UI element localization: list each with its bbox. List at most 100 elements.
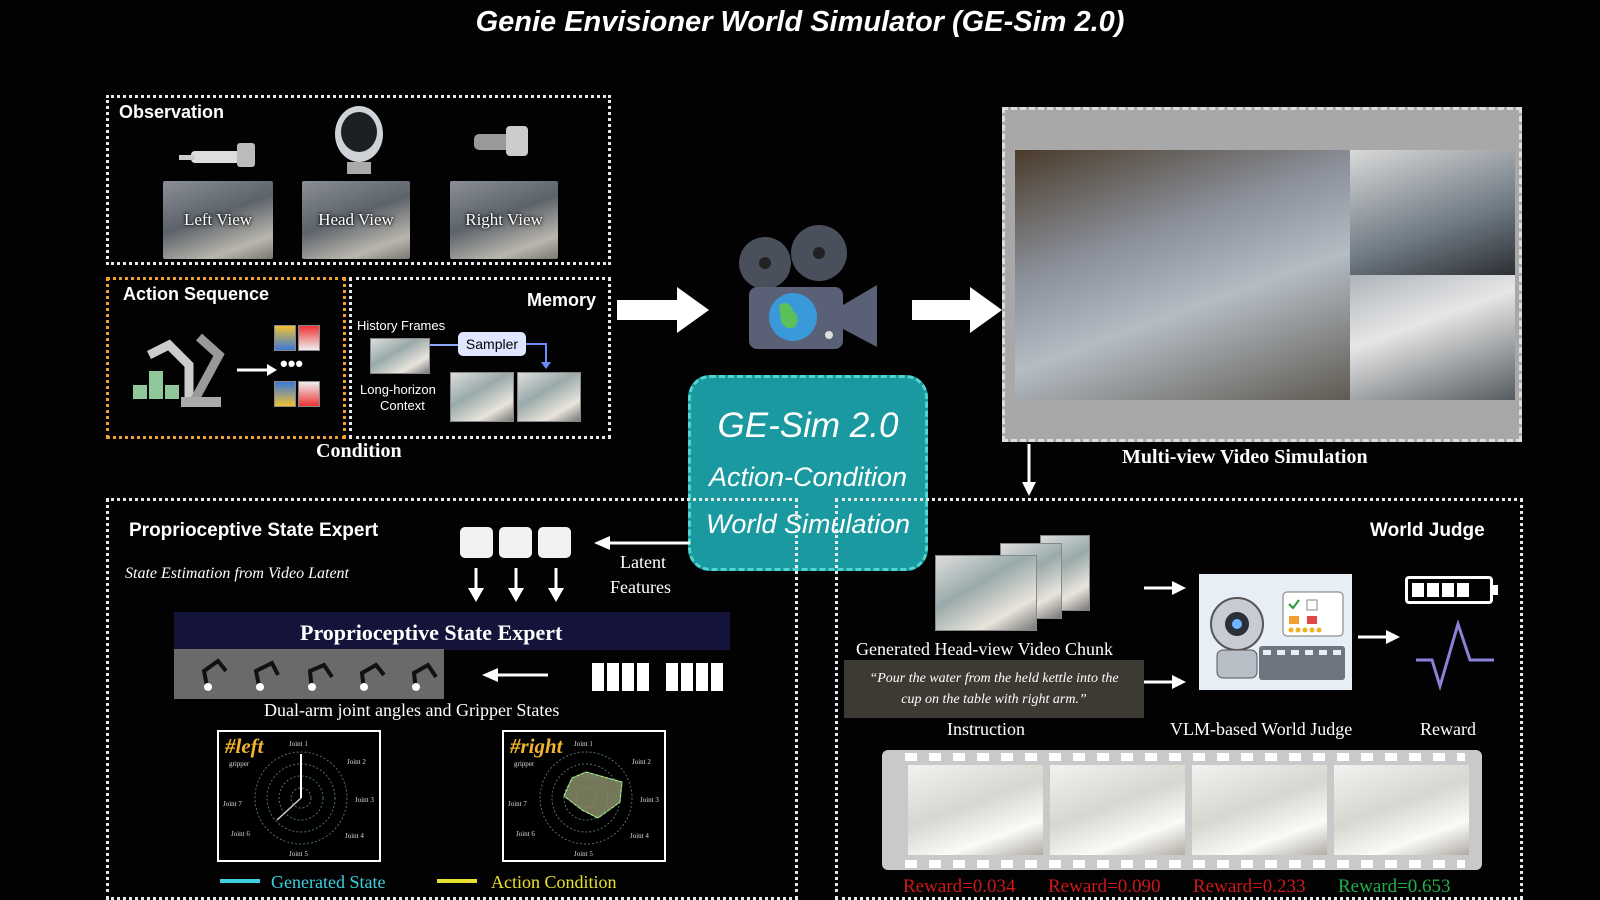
state-token-group bbox=[592, 663, 732, 693]
action-frame bbox=[274, 381, 296, 407]
world-judge-panel bbox=[835, 498, 1523, 900]
memory-heading: Memory bbox=[526, 290, 596, 310]
instruction-label: Instruction bbox=[947, 719, 1025, 739]
joint-label: Joint 6 bbox=[231, 830, 250, 838]
joint-label: Joint 1 bbox=[574, 740, 593, 748]
battery-cell bbox=[1427, 583, 1439, 597]
joint-label: Joint 3 bbox=[355, 796, 374, 804]
action-sequence-heading: Action Sequence bbox=[123, 284, 270, 304]
rollout-frame bbox=[1192, 765, 1327, 855]
robot-arm-icon bbox=[133, 333, 225, 407]
rollout-frame bbox=[1050, 765, 1185, 855]
rollout-film-strip bbox=[882, 750, 1482, 870]
memory-panel: Memory History Frames Sampler Long-horiz… bbox=[349, 277, 611, 439]
proprio-subtitle: State Estimation from Video Latent bbox=[125, 565, 349, 582]
generated-chunk-label: Generated Head-view Video Chunk bbox=[856, 639, 1114, 659]
joint-label: Joint 4 bbox=[630, 832, 649, 840]
latent-down-arrows bbox=[468, 568, 564, 602]
battery-cell bbox=[1412, 583, 1424, 597]
joint-label: Joint 2 bbox=[347, 758, 366, 766]
right-radar-grid bbox=[539, 751, 633, 845]
robot-head-icon bbox=[335, 106, 383, 174]
left-gripper-icon bbox=[179, 143, 255, 167]
state-token bbox=[607, 663, 619, 691]
joint-label: gripper bbox=[514, 760, 535, 768]
chunk-to-judge-arrow bbox=[1144, 581, 1186, 595]
state-token bbox=[711, 663, 723, 691]
simulator-to-video-arrow bbox=[912, 287, 1002, 333]
history-frames-label: History Frames bbox=[357, 318, 446, 333]
context-label: Context bbox=[380, 398, 425, 413]
legend-generated-swatch bbox=[220, 879, 260, 883]
video-chunk-frame bbox=[935, 555, 1037, 631]
observation-panel: Observation Left View Head View Right Vi… bbox=[106, 95, 611, 265]
joint-label: Joint 1 bbox=[289, 740, 308, 748]
memory-frame bbox=[450, 372, 514, 422]
multiview-main-video bbox=[1015, 150, 1350, 400]
battery-cap bbox=[1493, 585, 1498, 595]
latent-token bbox=[460, 527, 493, 558]
joint-label: Joint 5 bbox=[574, 850, 593, 858]
latent-token bbox=[538, 527, 571, 558]
state-token bbox=[681, 663, 693, 691]
vlm-judge-label: VLM-based World Judge bbox=[1170, 719, 1353, 739]
reward-value: Reward=0.090 bbox=[1048, 876, 1161, 897]
video-camera-globe-icon bbox=[739, 225, 877, 349]
judge-to-reward-arrow bbox=[1358, 630, 1400, 644]
right-radar-tag: #right bbox=[510, 734, 563, 758]
left-view-image: Left View bbox=[163, 181, 273, 259]
ge-sim-name: GE-Sim 2.0 bbox=[717, 406, 899, 445]
left-view-label: Left View bbox=[183, 210, 253, 229]
multiview-label: Multi-view Video Simulation bbox=[1122, 446, 1368, 468]
ellipsis-icon: ••• bbox=[280, 351, 304, 376]
joint-label: Joint 3 bbox=[640, 796, 659, 804]
action-frame bbox=[298, 381, 320, 407]
proprio-bar-title: Proprioceptive State Expert bbox=[300, 620, 563, 645]
memory-frame bbox=[517, 372, 581, 422]
reward-label: Reward bbox=[1420, 719, 1476, 739]
reward-value: Reward=0.653 bbox=[1338, 876, 1451, 897]
observation-heading: Observation bbox=[119, 102, 225, 122]
film-holes-top bbox=[905, 753, 1465, 761]
latent-label-line2: Features bbox=[610, 577, 671, 597]
state-token bbox=[592, 663, 604, 691]
legend-action-label: Action Condition bbox=[491, 872, 617, 892]
multiview-video-frame bbox=[1002, 107, 1522, 442]
state-token bbox=[696, 663, 708, 691]
legend-action-swatch bbox=[437, 879, 477, 883]
ge-sim-line3: World Simulation bbox=[705, 509, 911, 539]
state-to-pose-arrow bbox=[482, 668, 548, 682]
battery-icon bbox=[1405, 576, 1498, 604]
right-gripper-icon bbox=[474, 126, 528, 156]
arm-pose-icons bbox=[201, 658, 438, 692]
long-horizon-label: Long-horizon bbox=[360, 382, 436, 397]
latent-label-line1: Latent bbox=[620, 552, 666, 572]
right-view-image: Right View bbox=[450, 181, 558, 259]
latent-token bbox=[499, 527, 532, 558]
joint-label: Joint 5 bbox=[289, 850, 308, 858]
page-title: Genie Envisioner World Simulator (GE-Sim… bbox=[475, 6, 1125, 38]
state-token bbox=[666, 663, 678, 691]
right-arrow-icon bbox=[237, 364, 277, 376]
video-to-judge-arrow bbox=[1022, 444, 1036, 496]
sampler-box: Sampler bbox=[458, 332, 526, 356]
latent-input-arrow bbox=[594, 536, 690, 550]
action-sequence-panel: Action Sequence ••• bbox=[106, 277, 346, 439]
proprio-expert-bar bbox=[174, 612, 730, 650]
right-radar-chart: #right Joint 1 Joint 2 Joint 3 Joint 4 J… bbox=[502, 730, 666, 862]
sampler-label: Sampler bbox=[465, 336, 519, 352]
dual-arm-label: Dual-arm joint angles and Gripper States bbox=[264, 700, 560, 720]
action-frame bbox=[298, 325, 320, 351]
arm-poses-strip bbox=[174, 649, 444, 699]
joint-label: Joint 4 bbox=[345, 832, 364, 840]
instruction-text: “Pour the water from the held kettle int… bbox=[869, 671, 1119, 707]
ge-sim-core-box: GE-Sim 2.0 Action-Condition World Simula… bbox=[688, 375, 928, 571]
robot-judge-icon bbox=[1210, 591, 1345, 680]
world-judge-heading: World Judge bbox=[1370, 520, 1485, 541]
ge-sim-line2: Action-Condition bbox=[708, 462, 908, 492]
condition-to-simulator-arrow bbox=[617, 287, 709, 333]
proprio-panel bbox=[106, 498, 798, 900]
battery-cell bbox=[1457, 583, 1469, 597]
left-radar-tag: #left bbox=[225, 734, 264, 758]
reward-pulse-icon bbox=[1416, 620, 1494, 692]
